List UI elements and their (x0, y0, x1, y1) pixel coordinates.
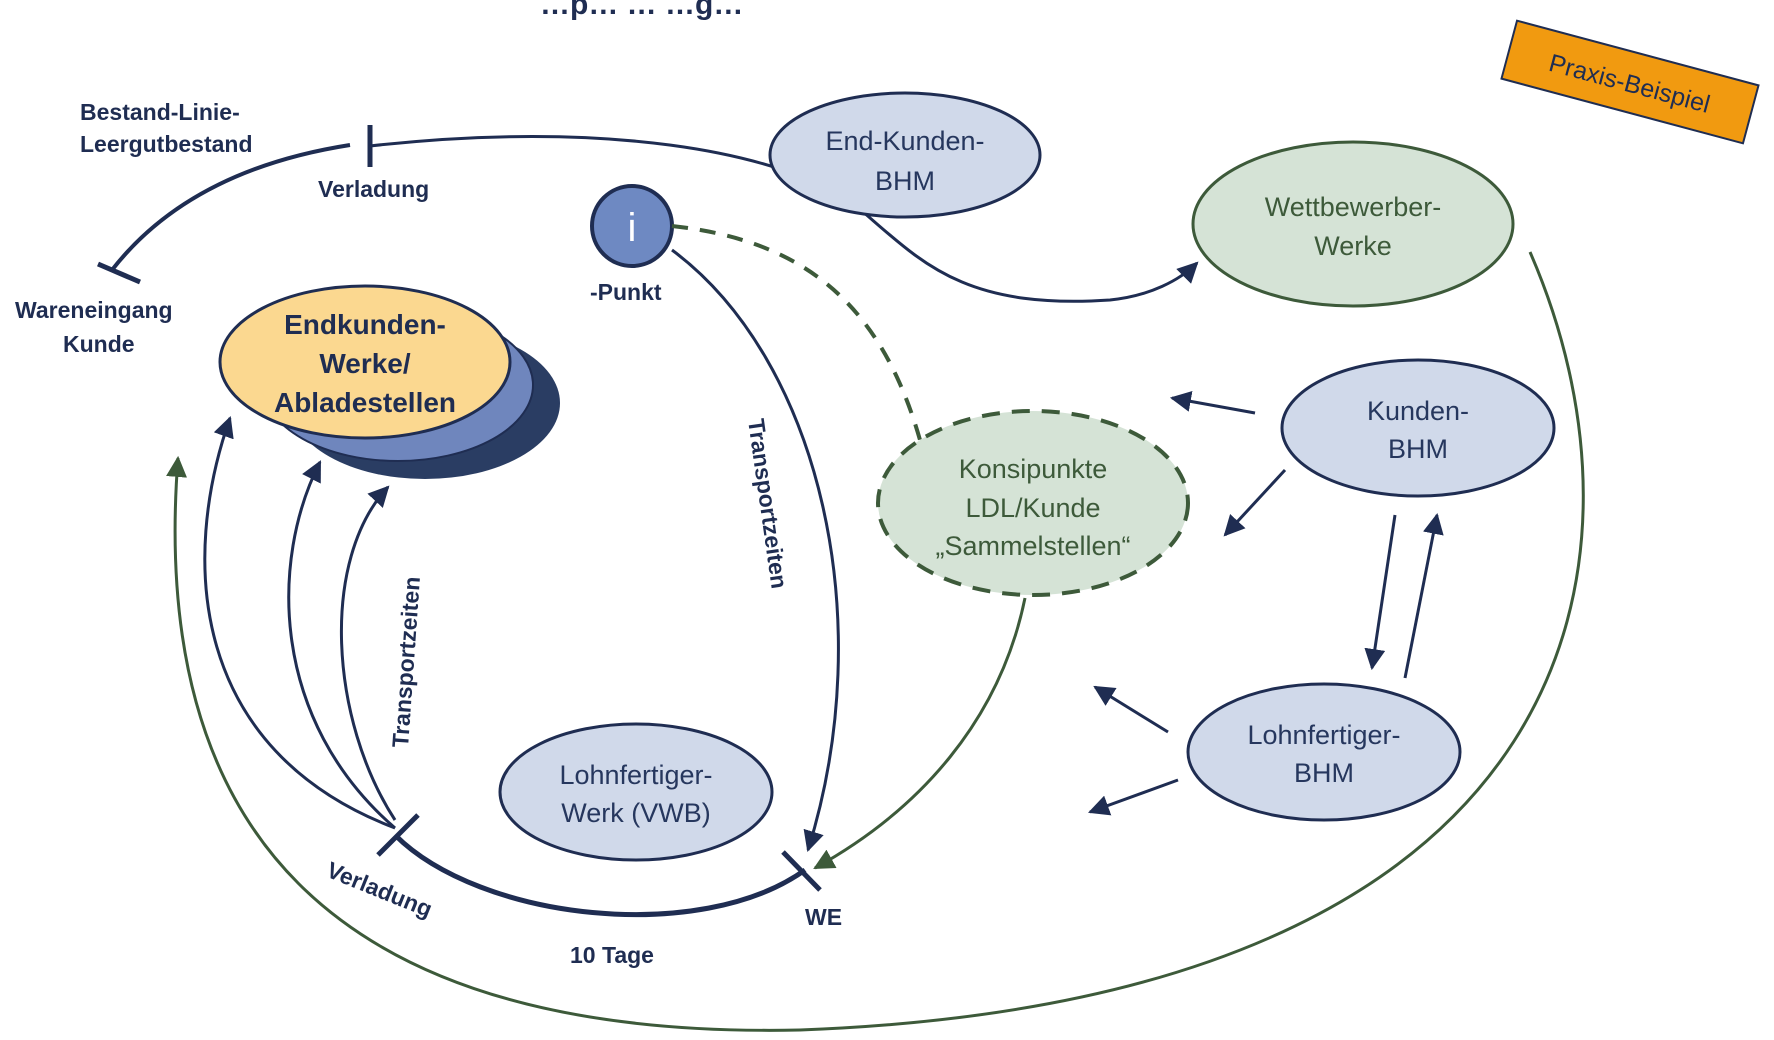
konsipunkte-line-1: Konsipunkte (959, 454, 1108, 484)
bestand-line (110, 143, 351, 272)
verladung-bottom-tick (376, 813, 420, 857)
lohnfertiger-bhm-line-2: BHM (1294, 758, 1354, 788)
endkunden-werke-node (218, 284, 512, 440)
bottom-cycle-line (393, 833, 807, 918)
bestand-label-2: Leergutbestand (80, 131, 253, 157)
transportzeiten-right-label: Transportzeiten (743, 417, 793, 590)
lohnfertiger-bhm-arrow-left (1088, 778, 1179, 816)
endkunden-line-1: Endkunden- (284, 309, 446, 340)
verladung-top-label: Verladung (318, 176, 429, 202)
verladung-bottom-label: Verladung (323, 857, 436, 923)
konsipunkte-line-2: LDL/Kunde (965, 493, 1100, 523)
transportzeiten-left-label: Transportzeiten (387, 576, 425, 749)
info-to-we-arrow (671, 248, 840, 853)
kunden-bhm-arrow-left (1169, 391, 1256, 415)
info-to-konsipunkte-dashed (671, 224, 922, 441)
konsipunkte-node (876, 409, 1190, 597)
konsipunkte-line-3: „Sammelstellen“ (935, 531, 1130, 561)
end-kunden-bhm-node (768, 91, 1042, 219)
info-glyph: i (628, 206, 637, 250)
konsipunkte-to-we-arrow (813, 597, 1027, 870)
lohnfertiger-bhm-node (1186, 682, 1462, 822)
endkunden-line-3: Abladestellen (274, 387, 456, 418)
arrow-to-wettbewerber (369, 135, 1199, 303)
lohnfertiger-werk-line-1: Lohnfertiger- (559, 760, 712, 790)
wareneingang-label-1: Wareneingang (15, 297, 173, 323)
kunden-bhm-node (1280, 358, 1556, 498)
lohnfertiger-bhm-arrow-up-left (1093, 685, 1169, 734)
lohnfertiger-werk-line-2: Werk (VWB) (561, 798, 711, 828)
bestand-label-1: Bestand-Linie- (80, 99, 240, 125)
endkunden-line-2: Werke/ (319, 348, 411, 379)
kunden-bhm-line-1: Kunden- (1367, 396, 1469, 426)
we-label: WE (805, 904, 842, 930)
we-tick (781, 850, 822, 892)
wareneingang-label-2: Kunde (63, 331, 135, 357)
kunden-bhm-arrow-down-left (1223, 468, 1287, 537)
wareneingang-tick (97, 261, 141, 285)
lohnfertiger-werk-node (498, 722, 774, 862)
kunden-to-lohnfertiger-arrow (1364, 514, 1397, 671)
verladung-arrow-inner (339, 485, 397, 821)
verladung-arrow-outer (203, 416, 396, 830)
punkt-label: -Punkt (590, 279, 662, 305)
praxis-beispiel-badge: Praxis-Beispiel (1500, 19, 1760, 145)
lohnfertiger-bhm-line-1: Lohnfertiger- (1247, 720, 1400, 750)
verladung-arrow-middle (287, 460, 396, 830)
wettbewerber-node (1191, 140, 1515, 308)
kunden-bhm-line-2: BHM (1388, 434, 1448, 464)
wettbewerber-line-1: Wettbewerber- (1265, 192, 1442, 222)
lohnfertiger-to-kunden-arrow (1403, 512, 1444, 679)
wettbewerber-return-loop (166, 251, 1585, 1032)
diagram-title: …p… … …g… (540, 0, 743, 21)
ten-days-label: 10 Tage (570, 942, 654, 968)
end-kunden-bhm-line-1: End-Kunden- (825, 126, 984, 156)
end-kunden-bhm-line-2: BHM (875, 166, 935, 196)
wettbewerber-line-2: Werke (1314, 231, 1392, 261)
